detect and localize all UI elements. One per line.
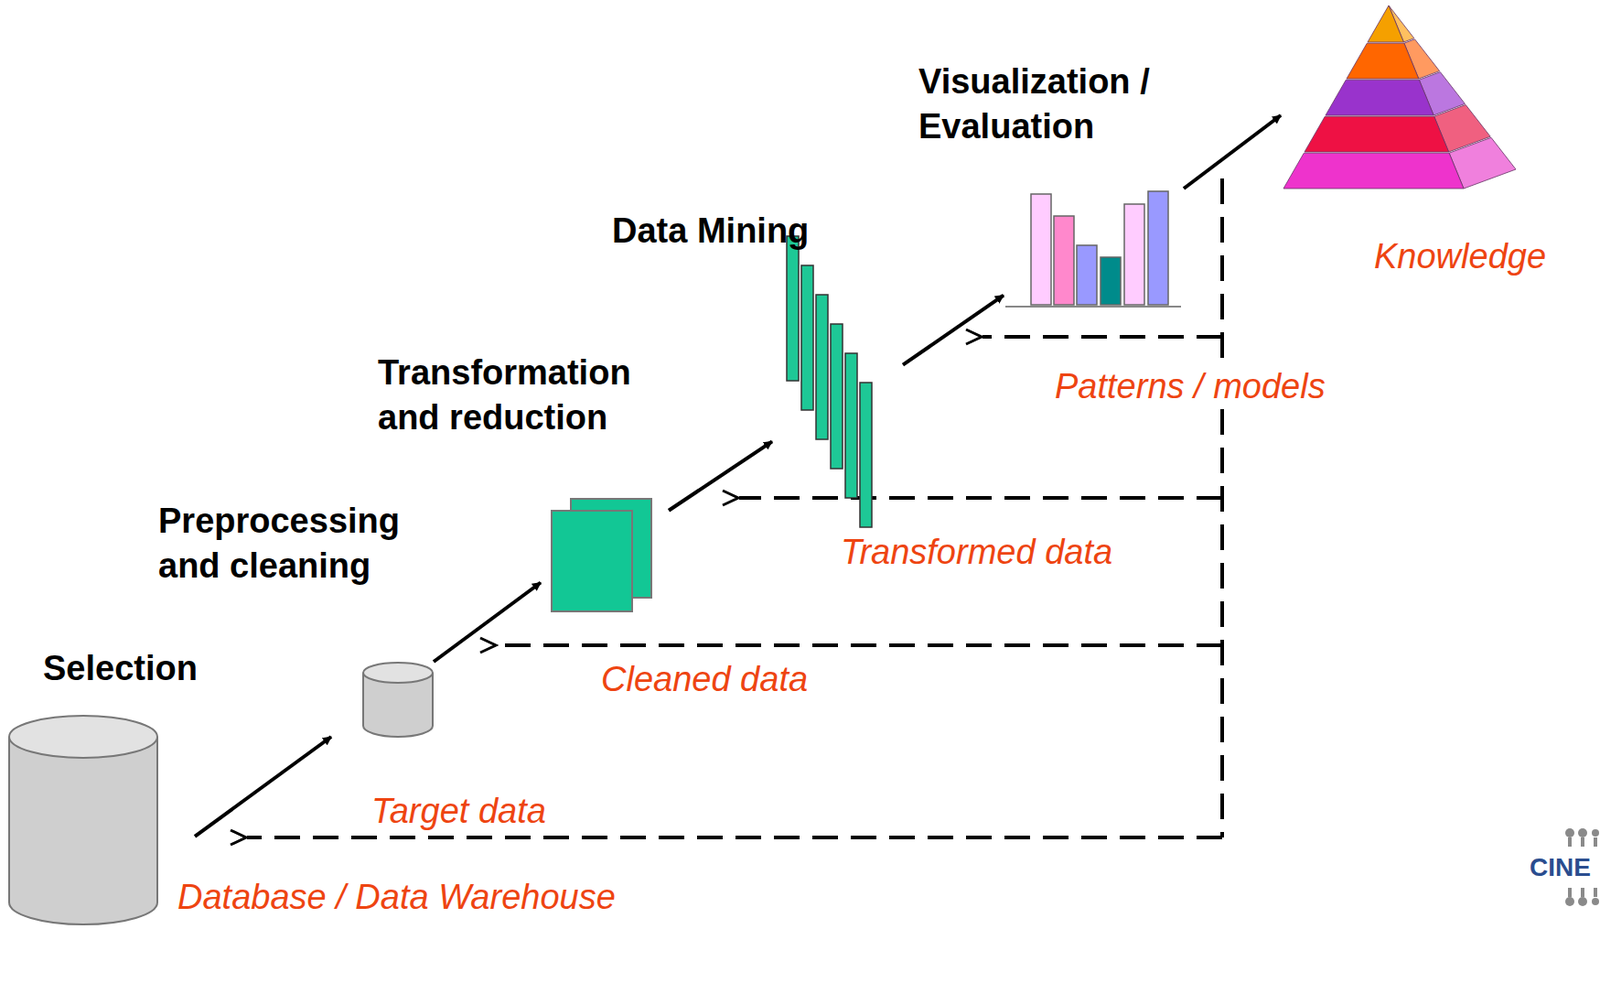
database-cylinder xyxy=(8,714,159,924)
target-data-node: Target data xyxy=(362,661,434,737)
knowledge-pyramid xyxy=(1283,5,1516,189)
feedback-line xyxy=(982,334,1223,339)
data-label: Database / Data Warehouse xyxy=(173,874,620,920)
data-label: Patterns / models xyxy=(1051,364,1330,409)
flow-arrow xyxy=(1183,115,1281,189)
data-label: Transformed data xyxy=(837,529,1117,575)
stage-label: Preprocessing and cleaning xyxy=(158,498,424,590)
data-label: Cleaned data xyxy=(597,656,812,702)
database-cylinder xyxy=(362,661,434,737)
feedback-line xyxy=(246,835,1223,839)
cleaned-data-node: Cleaned data xyxy=(550,497,654,613)
bar-chart-icon xyxy=(1005,188,1182,309)
logo-text: CINE xyxy=(1529,850,1591,884)
feedback-line xyxy=(496,643,1223,647)
data-label: Knowledge xyxy=(1370,234,1550,280)
feedback-vertical xyxy=(1220,178,1225,838)
data-label: Target data xyxy=(367,788,550,834)
mining-stack xyxy=(785,235,875,530)
transformed-data-node: Transformed data xyxy=(785,235,875,530)
flow-arrow xyxy=(194,736,332,837)
feedback-line xyxy=(739,495,1223,500)
patterns-node: Patterns / models xyxy=(1005,188,1182,309)
stage-label: Visualization / Evaluation xyxy=(918,59,1175,151)
database-node: Database / Data Warehouse xyxy=(8,714,159,924)
document-pages xyxy=(550,497,654,613)
flow-arrow xyxy=(433,582,541,663)
knowledge-node: Knowledge xyxy=(1283,5,1516,189)
stage-label: Transformation and reduction xyxy=(377,350,653,441)
stage-label: Data Mining xyxy=(612,208,809,254)
flow-arrow xyxy=(902,295,1004,366)
flow-arrow xyxy=(668,440,773,510)
stage-label: Selection xyxy=(42,645,198,691)
